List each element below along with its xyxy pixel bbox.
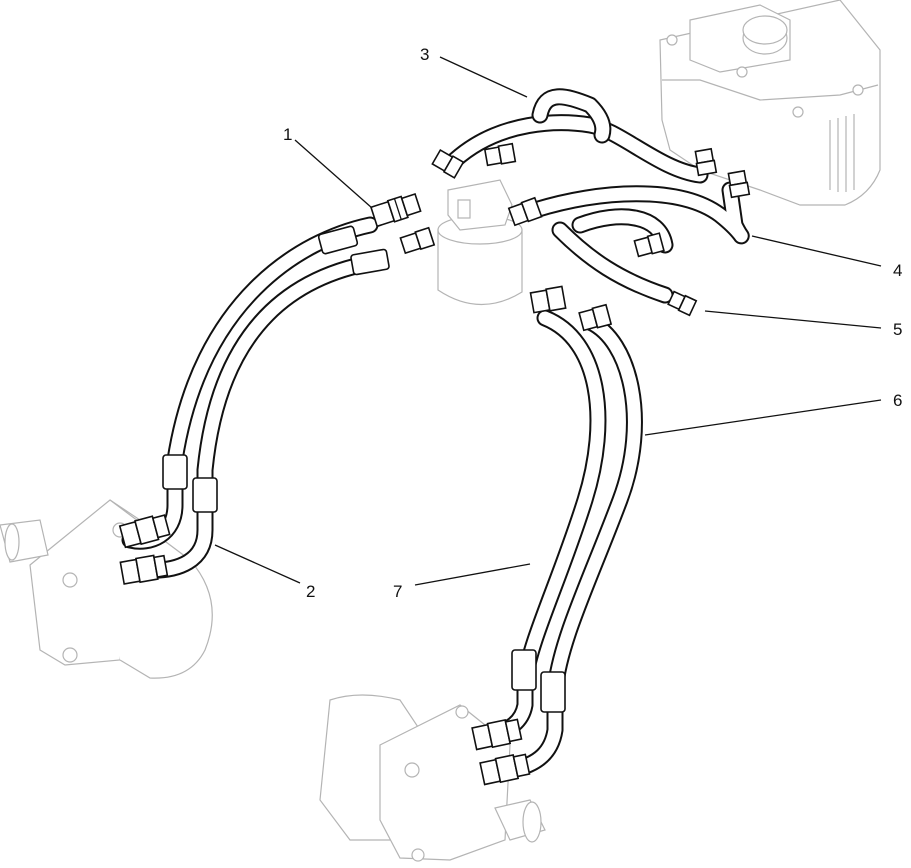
leader-5 (704, 310, 882, 329)
fitting-left-motor-upper (118, 514, 171, 549)
callouts: 1 2 3 4 5 6 7 (283, 45, 902, 601)
leader-4 (751, 235, 882, 267)
callout-5: 5 (893, 320, 902, 339)
callout-1: 1 (283, 125, 292, 144)
leader-6 (644, 399, 882, 436)
fitting-right-motor-lower (479, 753, 531, 786)
callout-3: 3 (420, 45, 429, 64)
left-wheel-motor (0, 499, 213, 679)
callout-4: 4 (893, 261, 902, 280)
hose-group (121, 88, 750, 779)
callout-6: 6 (893, 391, 902, 410)
leader-1 (294, 139, 373, 209)
leader-2 (214, 544, 301, 584)
right-wheel-motor (319, 694, 546, 862)
fitting-left-motor-lower (119, 554, 169, 585)
reservoir-tank (659, 0, 881, 206)
leader-3 (439, 56, 528, 98)
leader-7 (414, 563, 531, 586)
filter-housing (437, 179, 523, 306)
callout-7: 7 (393, 582, 402, 601)
fittings (118, 142, 751, 786)
fitting-right-motor-upper (471, 718, 523, 751)
leader-lines (214, 56, 882, 586)
fitting-item-1 (369, 193, 422, 228)
fitting-item-5 (667, 290, 698, 317)
callout-2: 2 (306, 582, 315, 601)
